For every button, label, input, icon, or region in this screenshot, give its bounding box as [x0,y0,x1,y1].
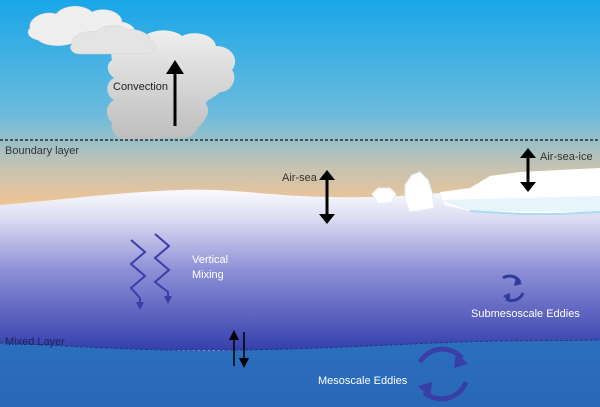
mixed-layer-label: Mixed Layer [5,336,65,348]
vertical-mixing-label-line2: Mixing [192,269,224,281]
vertical-mixing-arrows [129,233,172,310]
air-sea-arrow [319,170,335,224]
boundary-layer-label: Boundary layer [5,145,79,157]
submesoscale-eddies-label: Submesoscale Eddies [471,308,580,320]
convection-arrow [166,60,184,126]
convection-cloud [27,6,236,140]
submesoscale-eddy-icon [502,274,525,302]
mixed-layer-exchange-arrows [229,330,249,368]
ocean-surface-layer [0,189,600,350]
mesoscale-eddy-icon [417,346,469,402]
mesoscale-eddies-label: Mesoscale Eddies [318,375,408,387]
deep-ocean-layer [0,340,600,407]
vertical-mixing-label-line1: Vertical [192,254,228,266]
mixed-layer-boundary [0,339,600,351]
air-sea-ice-label: Air-sea-ice [540,151,593,163]
convection-label: Convection [113,81,168,93]
air-sea-label: Air-sea [282,172,318,184]
air-sea-ice-arrow [520,148,536,192]
sea-ice [371,168,600,215]
